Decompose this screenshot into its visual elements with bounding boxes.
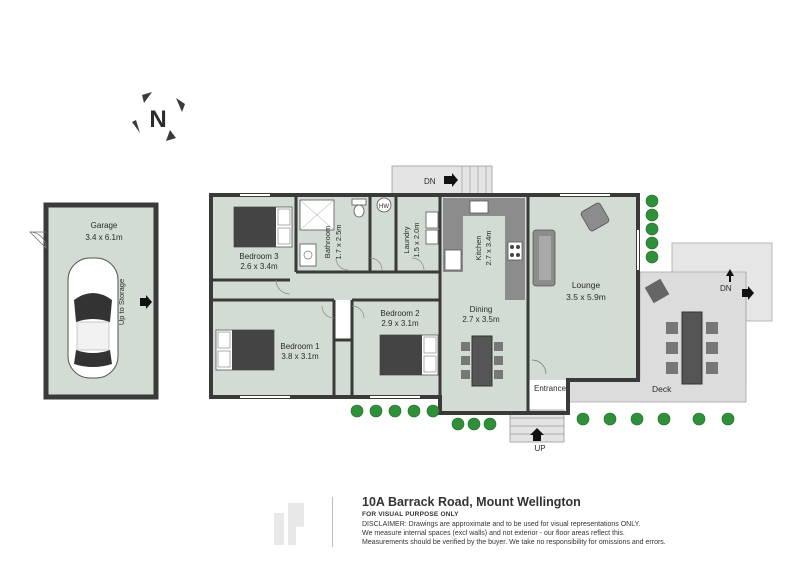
car-icon: [67, 257, 119, 379]
company-logo: [274, 503, 304, 545]
deck-stairs-label: DN: [720, 284, 732, 293]
bedroom1-dims: 3.8 x 3.1m: [281, 352, 319, 361]
outdoor-table-icon: [666, 311, 718, 385]
rear-stairs-label: DN: [424, 177, 436, 186]
bedroom1-label: Bedroom 1: [280, 342, 320, 351]
compass-north-icon: N: [132, 92, 185, 141]
sink-icon: [469, 200, 489, 214]
hot-water-cylinder: HW: [376, 197, 392, 213]
bedroom3-dims: 2.6 x 3.4m: [240, 262, 278, 271]
laundry-tub-icon: [425, 211, 439, 245]
laundry-dims: 1.5 x 2.0m: [412, 222, 421, 257]
rear-stairs-arrow-icon: [444, 173, 458, 187]
laundry-label: Laundry: [402, 226, 411, 253]
deck-chair-icon: [644, 278, 670, 304]
cooktop-icon: [507, 241, 523, 261]
bed-icon: [233, 206, 293, 248]
kitchen-dims: 2.7 x 3.4m: [484, 230, 493, 265]
front-stairs-arrow-icon: [530, 428, 544, 441]
deck-stairs-arrow-icon: [742, 286, 754, 300]
rear-stairs: [391, 165, 493, 197]
bedroom2-dims: 2.9 x 3.1m: [381, 319, 419, 328]
shower-icon: [299, 199, 335, 231]
toilet-icon: [351, 198, 367, 218]
up-to-storage-label: Up to Storage: [117, 279, 126, 325]
compass-label: N: [149, 106, 166, 133]
footer-divider: [332, 497, 333, 547]
footer-text: 10A Barrack Road, Mount Wellington FOR V…: [362, 495, 792, 547]
kitchen-label: Kitchen: [474, 235, 483, 260]
dining-label: Dining: [470, 305, 493, 314]
footer: 10A Barrack Road, Mount Wellington FOR V…: [270, 495, 790, 555]
bedroom2-label: Bedroom 2: [380, 309, 420, 318]
bathroom-dims: 1.7 x 2.5m: [334, 224, 343, 259]
armchair-icon: [580, 202, 610, 232]
garage-dims: 3.4 x 6.1m: [85, 233, 123, 242]
disclaimer-line-2: We measure internal spaces (excl walls) …: [362, 530, 625, 537]
hw-label: HW: [379, 204, 389, 210]
property-address: 10A Barrack Road, Mount Wellington: [362, 495, 581, 509]
lounge-label: Lounge: [572, 280, 601, 290]
deck-up-arrow-icon: [726, 269, 734, 282]
sofa-icon: [532, 229, 556, 287]
vanity-icon: [299, 243, 317, 267]
interior-walls: [211, 195, 530, 413]
dining-dims: 2.7 x 3.5m: [462, 315, 500, 324]
garage: Garage 3.4 x 6.1m Up to Storage: [29, 202, 159, 400]
windows: [240, 194, 639, 398]
door-swings: [275, 257, 425, 319]
dining-table-icon: [461, 335, 503, 387]
entrance-label: Entrance: [534, 384, 567, 393]
deck: DN Deck: [568, 242, 773, 403]
floor-plan: N Garage 3.4 x 6.1m Up to Storage DN DN: [29, 92, 773, 453]
bed-icon: [215, 329, 275, 371]
garage-label: Garage: [91, 221, 118, 230]
disclaimer-line-1: DISCLAIMER: Drawings are approximate and…: [362, 521, 641, 528]
visual-purpose-note: FOR VISUAL PURPOSE ONLY: [362, 511, 459, 518]
disclaimer-line-3: Measurements should be verified by the b…: [362, 539, 666, 546]
bed-icon: [379, 334, 439, 376]
bathroom-label: Bathroom: [323, 226, 332, 259]
garden-bushes: [350, 194, 735, 431]
bedroom3-label: Bedroom 3: [239, 252, 279, 261]
storage-arrow-icon: [140, 295, 152, 309]
deck-label: Deck: [652, 384, 672, 394]
front-stairs-label: UP: [534, 444, 545, 453]
fridge-icon: [444, 249, 462, 271]
lounge-dims: 3.5 x 5.9m: [566, 292, 606, 302]
